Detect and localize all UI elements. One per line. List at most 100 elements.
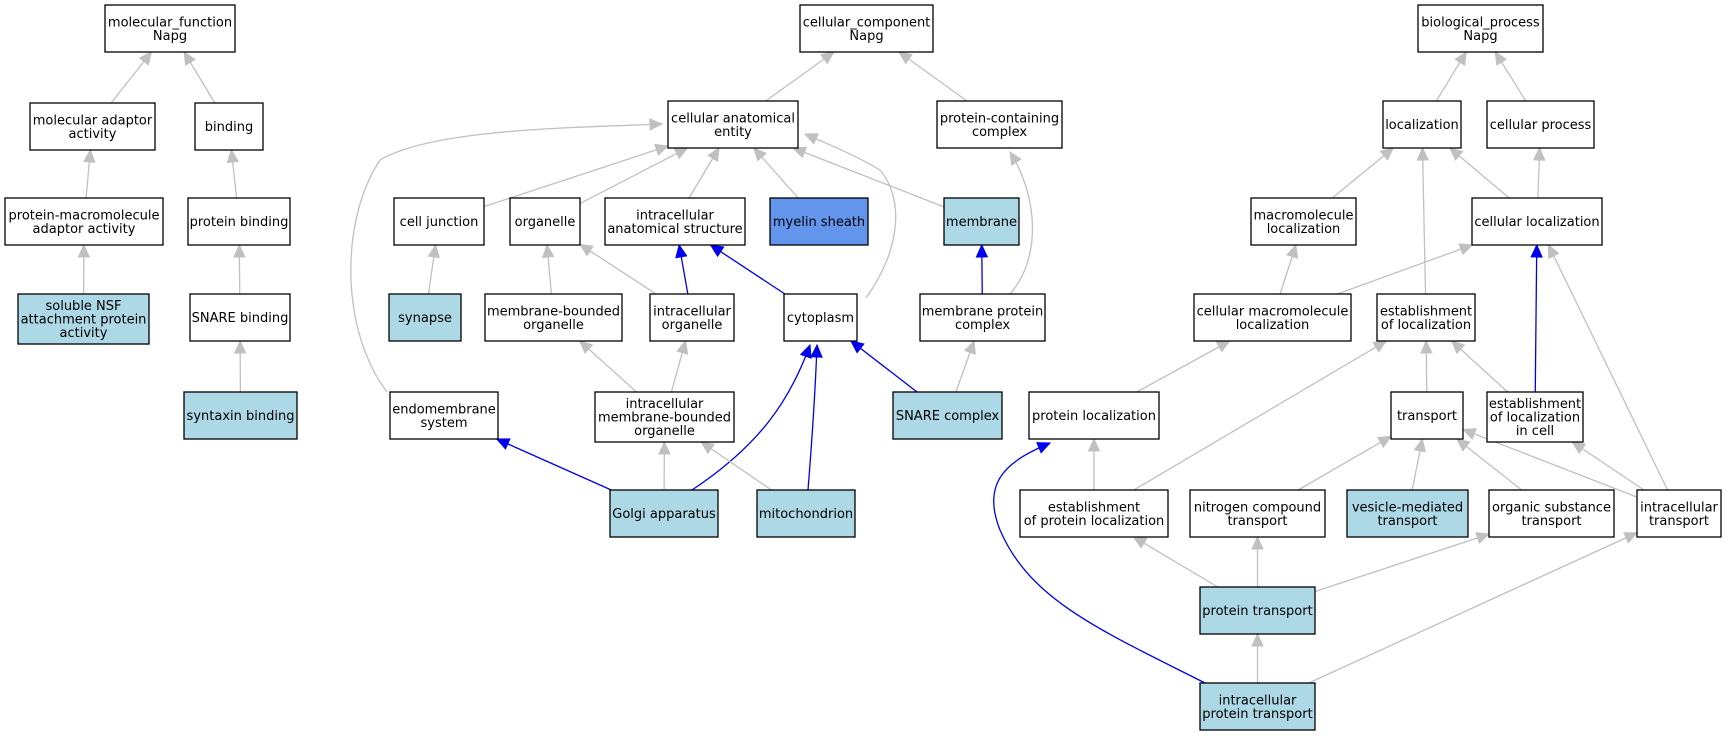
node-label-line: localization <box>1267 222 1341 237</box>
node-cell-junction[interactable]: cell junction <box>393 197 485 246</box>
node-membrane[interactable]: membrane <box>943 197 1020 246</box>
node-box <box>919 293 1046 342</box>
node-box <box>1346 489 1469 538</box>
node-organelle[interactable]: organelle <box>509 197 581 246</box>
node-box <box>183 391 298 440</box>
edge-line <box>1456 438 1523 491</box>
node-box <box>1486 100 1595 149</box>
edge-arrowhead <box>1454 50 1467 66</box>
node-label-line: localization <box>1385 118 1459 133</box>
node-label-line: protein-macromolecule <box>9 208 160 223</box>
node-label-line: cell junction <box>400 215 479 230</box>
edge-transport-to-est_loc <box>1420 339 1433 393</box>
node-prot-transport[interactable]: protein transport <box>1199 586 1316 635</box>
node-cell-process[interactable]: cellular process <box>1486 100 1595 149</box>
edge-arrowhead <box>541 243 555 259</box>
node-syntaxin[interactable]: syntaxin binding <box>183 391 298 440</box>
edge-myelin-to-cae <box>753 147 799 199</box>
edge-arrowhead <box>676 339 689 355</box>
node-mito[interactable]: mitochondrion <box>756 489 856 538</box>
node-box <box>604 197 746 246</box>
node-box <box>29 102 156 151</box>
node-myelin[interactable]: myelin sheath <box>769 197 869 246</box>
node-label-line: organelle <box>515 215 576 230</box>
node-localization[interactable]: localization <box>1382 100 1462 149</box>
edge-cytoplasm-to-ias <box>709 244 786 295</box>
edge-arrowhead <box>1448 147 1464 161</box>
edge-arrowhead <box>233 339 247 354</box>
node-label-line: SNARE complex <box>896 409 1000 424</box>
node-box <box>189 293 291 342</box>
node-synapse[interactable]: synapse <box>388 293 462 342</box>
node-snare-complex[interactable]: SNARE complex <box>892 391 1003 440</box>
edge-arrowhead <box>1251 535 1264 550</box>
edge-arrowhead <box>1009 150 1022 166</box>
node-label-line: cellular process <box>1490 118 1592 133</box>
node-prot-binding[interactable]: protein binding <box>187 197 291 246</box>
edge-ic_prot_transport-to-prot_loc <box>993 442 1206 684</box>
edge-est_loc_cell-to-est_loc <box>1450 340 1509 393</box>
node-cell-loc[interactable]: cellular localization <box>1471 197 1603 246</box>
node-box <box>756 489 856 538</box>
node-label-line: Napg <box>153 29 187 44</box>
node-binding[interactable]: binding <box>194 102 264 151</box>
edge-mbo-to-organelle <box>541 243 555 295</box>
node-label-line: SNARE binding <box>192 311 289 326</box>
edge-est_loc_cell-to-cell_loc <box>1530 243 1543 393</box>
node-box <box>1193 293 1352 342</box>
node-snare-binding[interactable]: SNARE binding <box>189 293 291 342</box>
edge-arrowhead <box>1372 340 1388 353</box>
edge-binding-to-mf <box>183 50 216 104</box>
node-box <box>1189 489 1326 538</box>
node-box <box>649 293 735 342</box>
edge-ic_prot_transport-to-ic_transport <box>1308 532 1639 684</box>
node-label-line: adaptor activity <box>33 222 136 237</box>
edge-line <box>1297 435 1392 491</box>
edge-arrowhead <box>820 51 835 65</box>
node-box <box>667 100 799 149</box>
edge-cae-to-cc <box>765 51 835 102</box>
edge-arrowhead <box>753 147 767 162</box>
edge-synapse-to-cell_junction <box>427 243 440 295</box>
edge-arrowhead <box>1461 428 1477 440</box>
node-transport[interactable]: transport <box>1390 391 1464 440</box>
edge-mpc-to-pcc <box>1009 150 1034 295</box>
edge-arrowhead <box>810 343 823 358</box>
node-prot-loc[interactable]: protein localization <box>1028 391 1160 440</box>
edge-cell_macro_loc-to-macro_loc <box>1279 243 1299 295</box>
edge-ic_prot_transport-to-prot_transport <box>1251 632 1264 683</box>
node-cytoplasm[interactable]: cytoplasm <box>783 293 858 342</box>
node-golgi[interactable]: Golgi apparatus <box>609 489 719 538</box>
edge-localization-to-bp <box>1435 50 1467 102</box>
node-box <box>1382 100 1462 149</box>
edge-line <box>1337 244 1473 295</box>
edge-line <box>1133 340 1387 491</box>
node-label-line: establishment <box>1048 500 1140 515</box>
node-label-line: myelin sheath <box>773 215 865 230</box>
